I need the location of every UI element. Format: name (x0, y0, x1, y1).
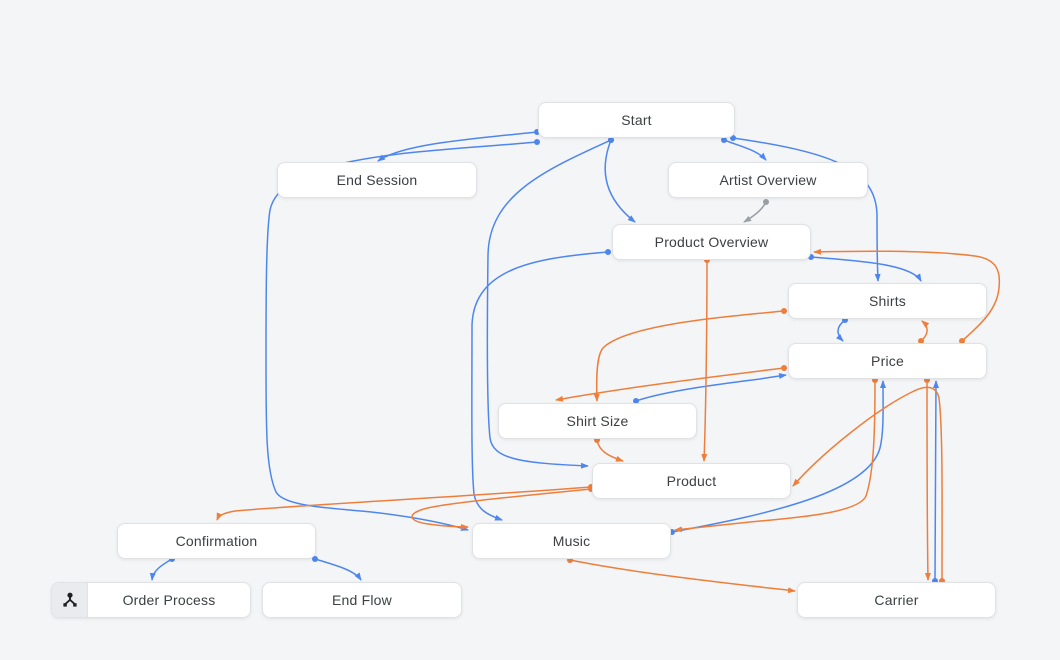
edge-product_overview-shirts (810, 256, 922, 282)
node-label: Order Process (122, 592, 216, 608)
edge-start-product_overview (604, 139, 636, 223)
node-end-flow[interactable]: End Flow (262, 582, 462, 618)
edge-source-dot (605, 249, 611, 255)
edge-start-music (265, 141, 538, 531)
edge-shirt_size-product (596, 439, 624, 462)
edge-source-dot (633, 398, 639, 404)
node-shirt-size[interactable]: Shirt Size (498, 403, 697, 439)
edge-start-product (486, 139, 612, 469)
node-confirmation[interactable]: Confirmation (117, 523, 316, 559)
node-label: Shirt Size (566, 413, 629, 429)
edge-music-carrier (569, 559, 796, 594)
node-label: Shirts (869, 293, 906, 309)
edge-start-shirts (732, 137, 881, 282)
node-music[interactable]: Music (472, 523, 671, 559)
edge-music-price (671, 380, 887, 533)
node-label: Carrier (874, 592, 919, 608)
edge-carrier-product (792, 386, 943, 582)
edge-product_overview-music (471, 251, 609, 521)
edge-shirts-price (835, 319, 846, 342)
node-order-process[interactable]: Order Process (51, 582, 251, 618)
flow-icon (52, 583, 88, 617)
edge-artist_overview-product_overview (743, 201, 767, 223)
edge-source-dot (781, 308, 787, 314)
node-label: Product (666, 473, 717, 489)
edge-shirt_size-price (635, 373, 787, 402)
node-label: Music (552, 533, 591, 549)
edge-product_overview-product (701, 259, 708, 462)
node-price[interactable]: Price (788, 343, 987, 379)
edge-confirmation-order_process (149, 558, 173, 581)
node-carrier[interactable]: Carrier (797, 582, 996, 618)
edge-carrier-price (932, 380, 939, 582)
edge-source-dot (534, 139, 540, 145)
edge-price-shirts (920, 320, 930, 342)
edge-source-dot (959, 338, 965, 344)
edge-product-confirmation (216, 486, 592, 521)
node-label: End Session (336, 172, 418, 188)
node-shirts[interactable]: Shirts (788, 283, 987, 319)
node-end-session[interactable]: End Session (277, 162, 477, 198)
edge-price-music (674, 379, 876, 533)
node-artist-overview[interactable]: Artist Overview (668, 162, 868, 198)
edge-source-dot (763, 199, 769, 205)
edge-source-dot (608, 137, 614, 143)
node-product[interactable]: Product (592, 463, 791, 499)
edge-shirts-shirt_size (593, 310, 785, 402)
edge-source-dot (781, 365, 787, 371)
edge-source-dot (918, 338, 924, 344)
node-label: Confirmation (175, 533, 258, 549)
edge-start-artist_overview (723, 139, 767, 161)
edge-start-end_session (377, 131, 538, 162)
node-label: Artist Overview (719, 172, 817, 188)
edge-confirmation-end_flow (314, 558, 362, 581)
edge-price-product_overview (813, 248, 1001, 342)
node-label: Price (871, 353, 904, 369)
edge-source-dot (312, 556, 318, 562)
edge-product-music (411, 488, 592, 530)
node-label: Start (621, 112, 652, 128)
node-label: End Flow (332, 592, 392, 608)
node-label: Product Overview (654, 234, 769, 250)
node-product-overview[interactable]: Product Overview (612, 224, 811, 260)
edge-price-shirt_size (555, 367, 785, 402)
node-start[interactable]: Start (538, 102, 735, 138)
edge-source-dot (721, 137, 727, 143)
edge-price-carrier (924, 379, 931, 581)
